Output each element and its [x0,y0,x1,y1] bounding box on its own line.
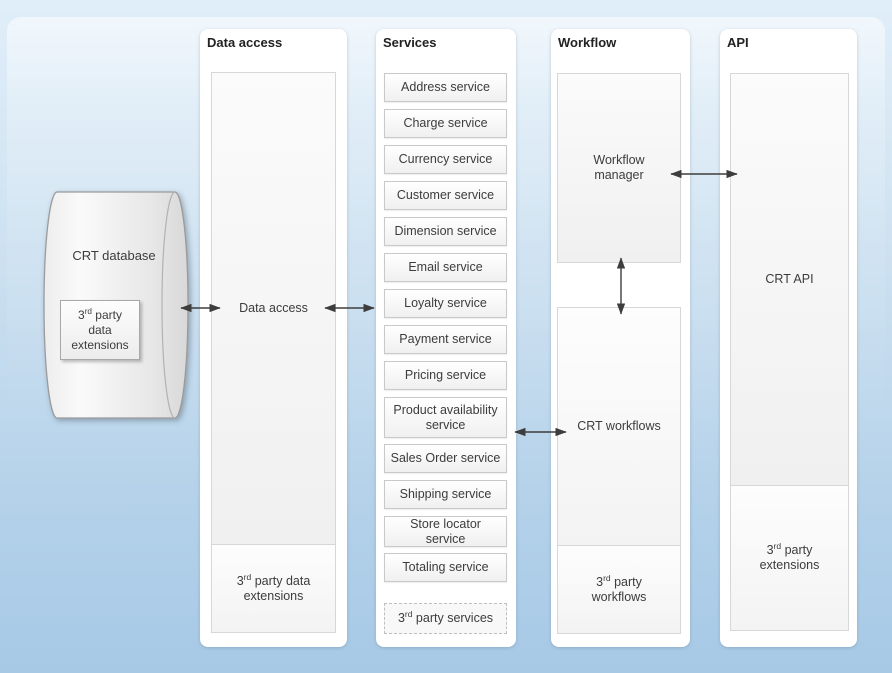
third-party-workflows-label: 3rd party workflows [591,572,647,604]
column-workflow: Workflow Workflow manager CRT workflows … [551,29,690,647]
service-box-customer: Customer service [384,181,507,210]
service-box-address: Address service [384,73,507,102]
column-title-api: API [727,35,749,50]
superscript-rd: rd [773,540,782,551]
service-box-loyalty: Loyalty service [384,289,507,318]
third-party-data-extensions-bottom-label: 3rd party data extensions [236,571,311,603]
service-box-currency: Currency service [384,145,507,174]
column-title-services: Services [383,35,437,50]
service-box-dimension: Dimension service [384,217,507,246]
third-party-extensions-label: 3rd party extensions [759,540,820,572]
superscript-rd: rd [243,571,252,582]
service-box-sales-order: Sales Order service [384,444,507,473]
data-access-box: Data access [211,72,336,545]
column-title-data-access: Data access [207,35,283,50]
column-title-workflow: Workflow [558,35,617,50]
service-box-pricing: Pricing service [384,361,507,390]
third-party-services-box: 3rd party services [384,603,507,634]
third-party-data-extensions-bottom-box: 3rd party data extensions [211,544,336,633]
third-party-extensions-box: 3rd party extensions [730,485,849,631]
superscript-rd: rd [404,608,413,619]
service-box-charge: Charge service [384,109,507,138]
service-box-store-locator: Store locator service [384,516,507,547]
crt-database-label: CRT database [72,248,156,263]
third-party-data-extensions-box: 3rd party data extensions [60,300,140,360]
service-box-shipping: Shipping service [384,480,507,509]
third-party-services-label: 3rd party services [397,608,494,625]
service-box-payment: Payment service [384,325,507,354]
crt-api-box: CRT API [730,73,849,486]
service-box-email: Email service [384,253,507,282]
column-data-access: Data access Data access 3rd party data e… [200,29,347,647]
crt-workflows-box: CRT workflows [557,307,681,546]
workflow-manager-box: Workflow manager [557,73,681,263]
service-box-totaling: Totaling service [384,553,507,582]
column-api: API CRT API 3rd party extensions [720,29,857,647]
cylinder-cap-edge [161,191,176,419]
third-party-data-extensions-label: 3rd party data extensions [71,306,129,352]
third-party-workflows-box: 3rd party workflows [557,545,681,634]
superscript-rd: rd [603,572,611,583]
superscript-rd: rd [84,306,92,316]
column-services: Services Address service Charge service … [376,29,516,647]
service-box-product-availability: Product availability service [384,397,507,438]
